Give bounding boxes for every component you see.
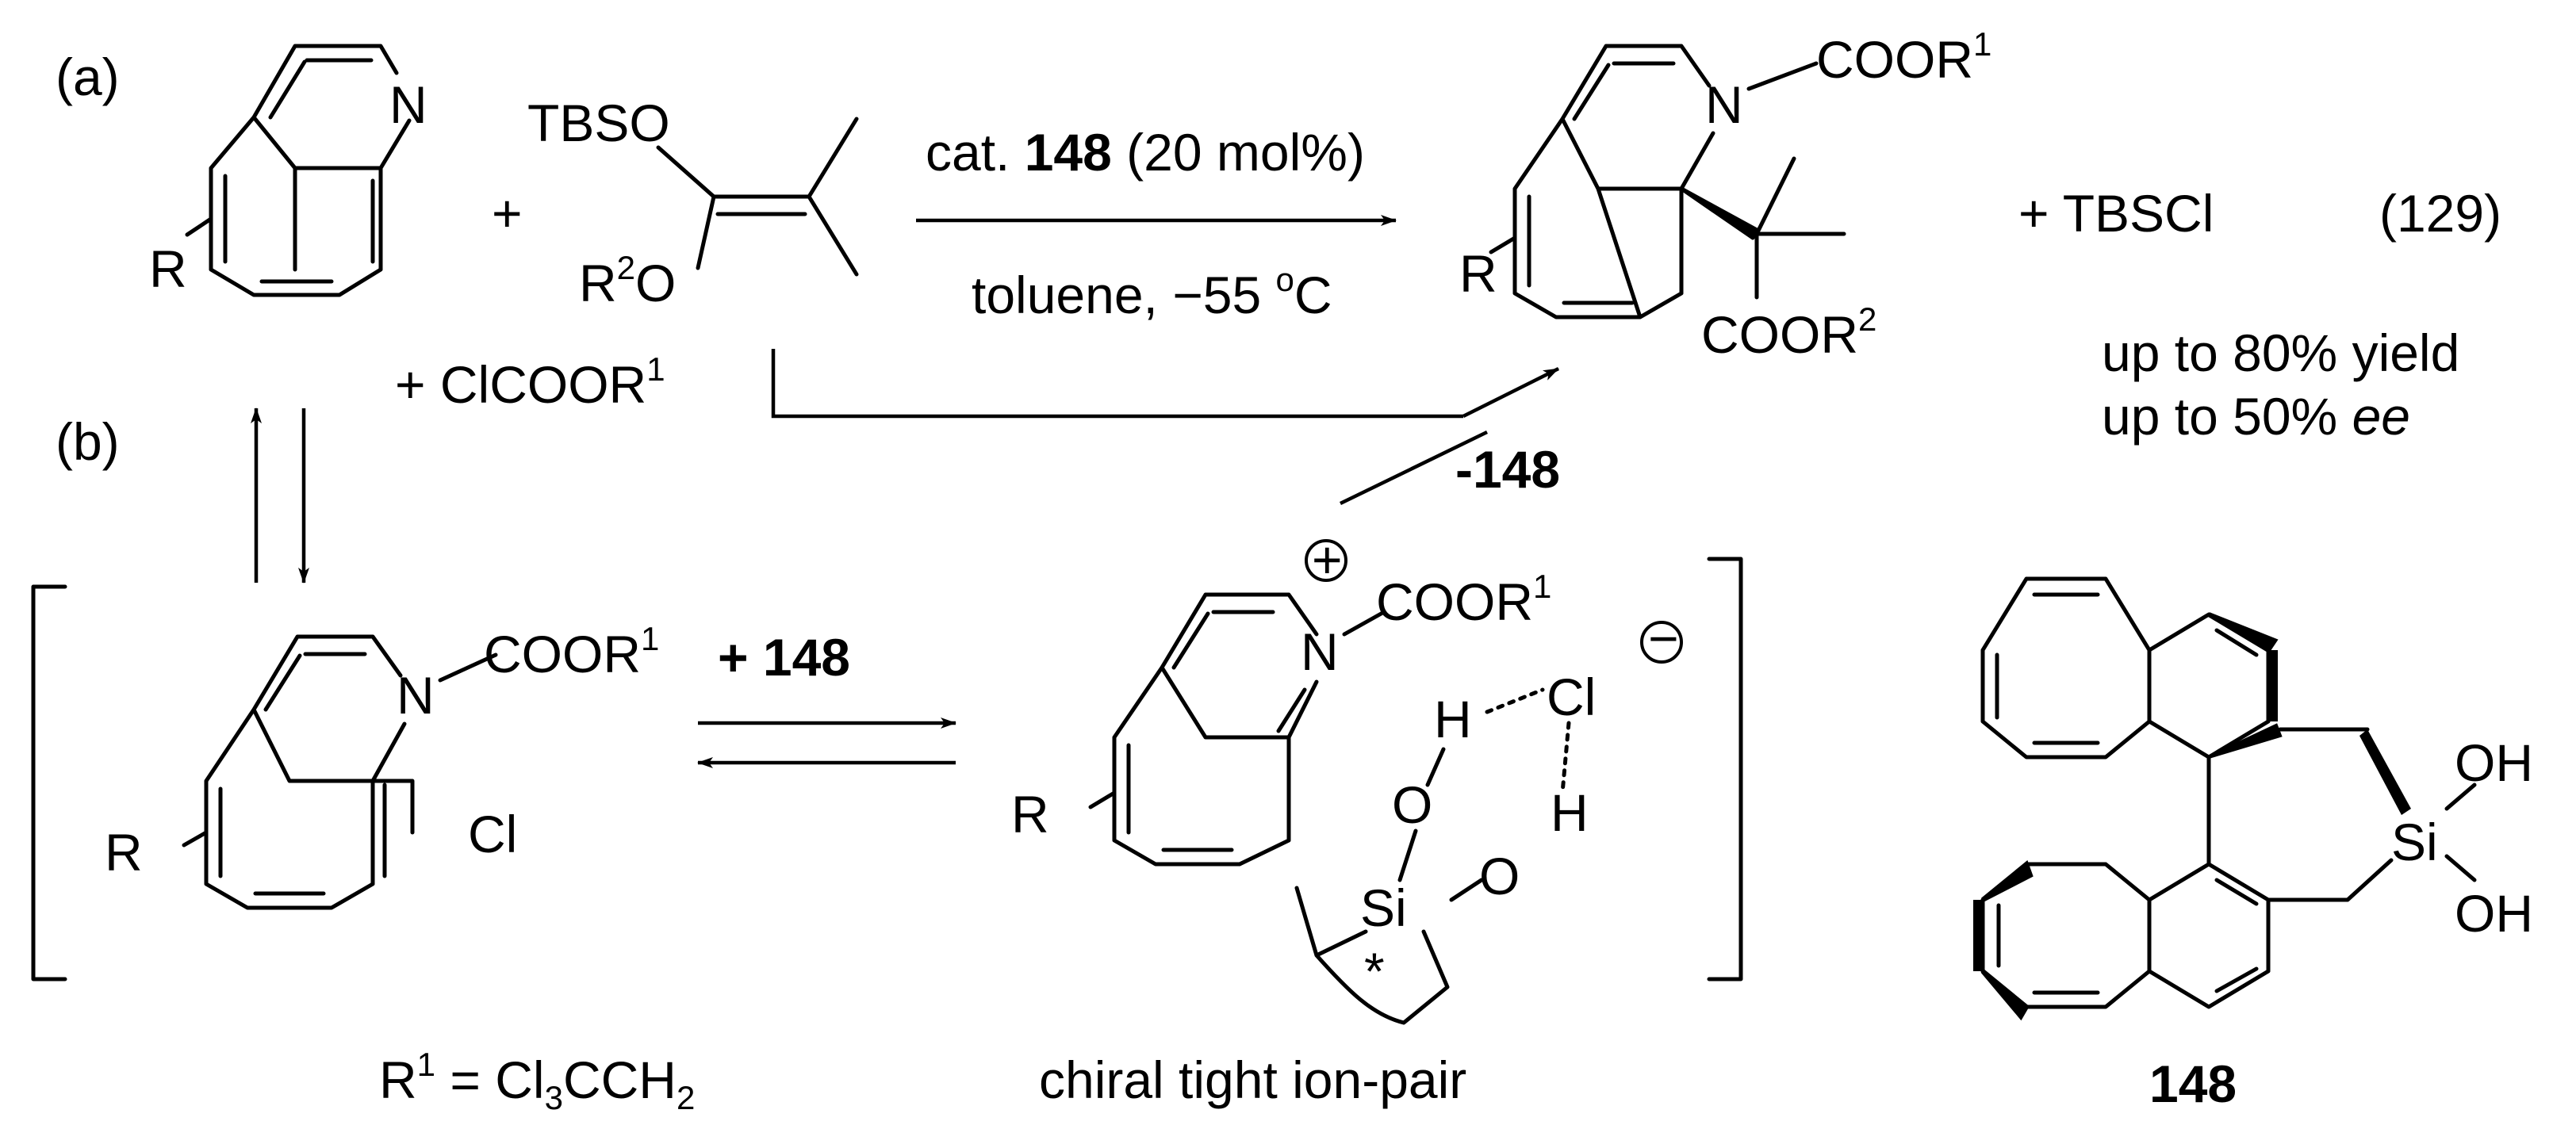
plus-148-label: + 148	[718, 628, 850, 687]
ionpair-Si: Si	[1360, 878, 1407, 937]
bypass-line	[771, 349, 1463, 419]
bypass-arrow	[1462, 366, 1560, 419]
chloroformate-label: + ClCOOR1	[395, 350, 665, 414]
tbso-label: TBSO	[527, 94, 670, 152]
product-coor1: COOR1	[1816, 25, 1991, 89]
catalyst-Si: Si	[2391, 813, 2438, 871]
product-coor2: COOR2	[1701, 300, 1876, 364]
product-R: R	[1459, 244, 1497, 303]
isoquinoline-N: N	[389, 75, 427, 134]
ionpair-caption: chiral tight ion-pair	[1039, 1050, 1466, 1109]
isoquinoline-R: R	[149, 239, 187, 298]
catalyst-conditions: cat. 148 (20 mol%)	[926, 123, 1365, 182]
ionpair-plus-charge: +	[1312, 530, 1343, 589]
catalyst-OH1: OH	[2455, 733, 2533, 792]
part-a-label: (a)	[56, 48, 120, 106]
ionpair-coor: COOR1	[1376, 568, 1551, 631]
ionpair-chiral-star: *	[1364, 942, 1385, 1001]
ionpair-N: N	[1301, 622, 1339, 681]
chloro-intermediate: N COOR1 Cl R	[105, 620, 659, 910]
bracket-right	[1707, 557, 1743, 982]
r1-definition: R1 = Cl3CCH2	[379, 1046, 695, 1116]
bracket-left	[31, 584, 67, 982]
catalyst-OH2: OH	[2455, 884, 2533, 943]
r2o-label: R2O	[579, 249, 676, 312]
ionpair-H1: H	[1434, 690, 1472, 748]
ionpair-minus-charge: −	[1648, 609, 1679, 668]
ee-line: up to 50% ee	[2102, 387, 2410, 446]
yield-line: up to 80% yield	[2102, 323, 2459, 382]
silyl-ketene-acetal: TBSO R2O	[527, 94, 859, 312]
intermediate-coor: COOR1	[484, 620, 659, 683]
ionpair-to-product-line	[1340, 430, 1488, 506]
product-dihydroisoquinoline: N COOR1 R COOR2	[1459, 25, 1991, 364]
ionpair-O2: O	[1479, 847, 1520, 905]
equation-number: (129)	[2379, 184, 2501, 243]
ionpair-R: R	[1011, 785, 1049, 844]
part-b-label: (b)	[56, 412, 120, 471]
byproduct-tbscl: + TBSCl	[2018, 184, 2214, 243]
ionpair-Cl: Cl	[1547, 668, 1596, 726]
minus-148-label: -148	[1455, 440, 1560, 499]
intermediate-Cl: Cl	[468, 805, 517, 863]
ionpair-H2: H	[1551, 783, 1589, 842]
solvent-temperature: toluene, −55 oC	[972, 261, 1332, 324]
catalyst-148-structure: Si OH OH 148	[1973, 576, 2533, 1113]
catalyst-number: 148	[2149, 1054, 2237, 1113]
product-N: N	[1705, 75, 1743, 134]
intermediate-R: R	[105, 823, 143, 882]
isoquinoline: N R	[149, 44, 427, 298]
plus-sign-1: +	[492, 184, 523, 243]
chiral-ion-pair: + N COOR1 Cl − R H O H O Si *	[1011, 530, 1683, 1025]
intermediate-N: N	[397, 666, 435, 725]
